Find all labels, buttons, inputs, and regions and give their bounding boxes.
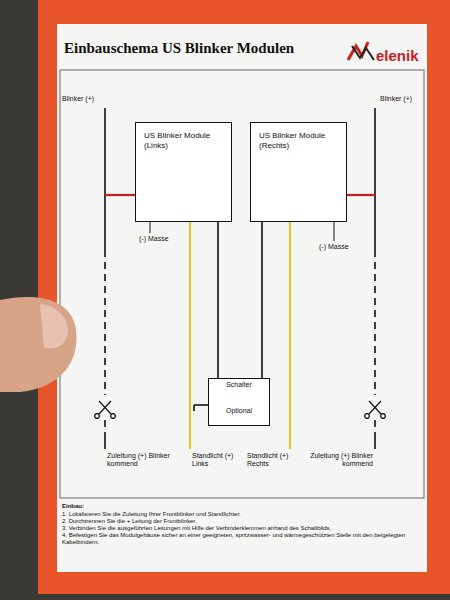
red-wire	[105, 194, 135, 196]
instruction: 1. Lokalisieren Sie die Zuleitung Ihrer …	[62, 511, 420, 518]
node-text: US Blinker Module (Links)	[136, 123, 222, 151]
instruction: 4. Befestigen Sie das Modulgehäuse siche…	[62, 532, 420, 546]
switch-stroke	[193, 405, 195, 411]
ground-wire	[334, 222, 335, 241]
wire-label: Standlicht (+) Rechts	[247, 452, 299, 469]
module-box: US Blinker Module (Links)	[135, 122, 232, 222]
diagram-frame	[60, 70, 424, 498]
scissors-symbol	[365, 401, 386, 418]
node-text: Schalter	[209, 379, 269, 390]
scissors-symbol	[95, 401, 116, 418]
left-supply-wire	[104, 108, 106, 449]
orange-card	[38, 0, 450, 594]
signal-wire	[261, 222, 263, 378]
yellow-wire	[189, 222, 191, 449]
yellow-wire	[289, 222, 291, 449]
red-wire	[346, 194, 375, 196]
signal-wire	[217, 222, 219, 378]
wire-label: Standlicht (+) Links	[192, 452, 242, 469]
thumb	[0, 297, 77, 392]
wire-label: Zuleitung (+) Blinker kommend	[107, 452, 179, 469]
logo-text: elenik	[376, 47, 419, 65]
instruction: 3. Verbinden Sie die ausgeführten Leitun…	[62, 525, 420, 532]
white-card	[57, 24, 427, 572]
ground-label: (-) Masse	[139, 235, 169, 243]
node-text: US Blinker Module (Rechts)	[251, 123, 337, 151]
section-heading: Einbau:	[62, 503, 84, 510]
module-box: US Blinker Module (Rechts)	[250, 122, 347, 222]
wire-label: Blinker (+)	[380, 95, 412, 103]
wire-label: Blinker (+)	[62, 95, 94, 103]
logo-mark	[348, 42, 374, 60]
wire-label: Zuleitung (+) Blinker kommend	[300, 452, 373, 469]
ground-wire	[150, 222, 151, 233]
instruction: 2. Durchtrennen Sie die + Leitung der Fr…	[62, 518, 420, 525]
node-text: Optional	[209, 407, 269, 418]
thumbnail	[40, 304, 68, 348]
right-supply-wire	[374, 108, 376, 449]
diagram-title: Einbauschema US Blinker Modulen	[64, 40, 294, 57]
ground-label: (-) Masse	[319, 243, 349, 251]
switch-box: SchalterOptional	[208, 378, 270, 426]
